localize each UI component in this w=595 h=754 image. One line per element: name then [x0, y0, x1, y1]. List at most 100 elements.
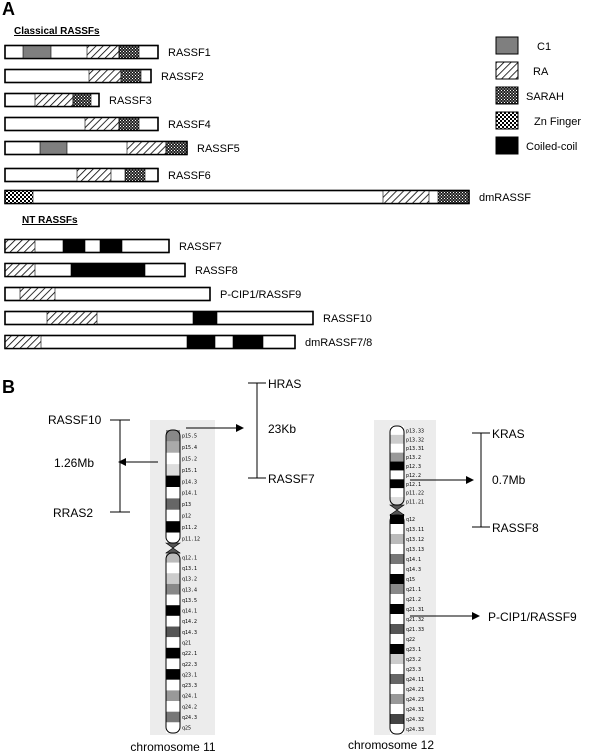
chromosome-band — [166, 498, 180, 510]
chr12-single-gene: P-CIP1/RASSF9 — [488, 610, 577, 624]
chromosome-band — [390, 724, 404, 734]
chromosome-band — [390, 634, 404, 644]
band-label: p12.3 — [406, 464, 421, 470]
chromosome-band — [166, 637, 180, 648]
band-label: q14.2 — [182, 619, 197, 625]
chromosome-band — [166, 711, 180, 723]
band-label: p13.32 — [406, 437, 424, 443]
protein-dmrassf7-8: dmRASSF7/8 — [4, 334, 372, 350]
chromosome-band — [390, 443, 404, 453]
band-label: q22 — [406, 637, 415, 643]
band-label: q13.13 — [406, 547, 424, 553]
protein-rassf5: RASSF5 — [4, 140, 240, 156]
legend-label: Zn Finger — [534, 116, 581, 128]
chromosome-band — [390, 524, 404, 534]
chromosome-band — [390, 534, 404, 544]
q-arm-outline — [165, 552, 181, 734]
chromosome-band — [166, 573, 180, 584]
domain-ra — [86, 45, 120, 59]
chromosome-band — [390, 684, 404, 694]
band-label: p11.21 — [406, 500, 424, 506]
band-label: q23.1 — [406, 647, 421, 653]
domain-sarah — [437, 190, 470, 204]
chr12-caption: chromosome 12 — [348, 738, 434, 752]
band-label: p15.1 — [182, 468, 197, 474]
chromosome-band — [390, 564, 404, 574]
chromosome-band — [166, 475, 180, 487]
band-label: p12.2 — [406, 473, 421, 479]
chr11-caption: chromosome 11 — [130, 740, 215, 754]
panel-a-label: A — [2, 0, 15, 19]
domain-ra — [34, 93, 74, 107]
protein-outline — [4, 262, 186, 278]
chromosome-band — [390, 544, 404, 554]
legend-item-ra: RA — [495, 61, 549, 80]
chromosome-band — [390, 664, 404, 674]
chromosome-band — [390, 644, 404, 654]
protein-rassf2: RASSF2 — [4, 68, 204, 84]
chromosome-band — [390, 624, 404, 634]
chromosome-band — [390, 694, 404, 704]
band-label: p13.33 — [406, 428, 424, 434]
chromosome-11-ideogram: p15.5p15.4p15.2p15.1p14.3p14.1p13p12p11.… — [165, 429, 200, 734]
band-label: p12 — [182, 514, 191, 520]
chromosome-band — [390, 426, 404, 435]
protein-label: RASSF3 — [109, 95, 152, 107]
protein-rassf7: RASSF7 — [4, 238, 222, 254]
chromosome-band — [166, 583, 180, 595]
chromosome-band — [390, 434, 404, 444]
chromosome-band — [390, 488, 404, 498]
chromosome-band — [390, 604, 404, 614]
protein-label: P-CIP1/RASSF9 — [220, 289, 301, 301]
legend-label: SARAH — [526, 91, 564, 103]
band-label: q13.11 — [406, 527, 424, 533]
protein-outline — [4, 286, 211, 302]
band-label: q12.1 — [182, 555, 197, 561]
domain-c1 — [39, 141, 68, 155]
protein-label: RASSF7 — [179, 241, 222, 253]
chromosome-band — [166, 690, 180, 702]
chr11-right-bracket — [186, 382, 266, 479]
centromere — [165, 542, 181, 554]
chr11-panel-bg — [150, 420, 215, 735]
domain-ra — [84, 117, 120, 131]
chromosome-band — [390, 674, 404, 684]
chr11-right-bottom-gene: RASSF7 — [268, 472, 315, 486]
band-label: q12 — [406, 517, 415, 523]
band-label: q14.1 — [182, 609, 197, 615]
protein-label: RASSF5 — [197, 143, 240, 155]
band-label: q24.11 — [406, 677, 424, 683]
classical-section-title: Classical RASSFs — [14, 26, 100, 37]
chromosome-band — [390, 594, 404, 604]
band-label: q24.3 — [182, 715, 197, 721]
chr11-right-distance: 23Kb — [268, 422, 296, 436]
protein-outline — [4, 68, 152, 84]
chromosome-band — [166, 532, 180, 544]
band-label: p11.22 — [406, 491, 424, 497]
domain-ra — [76, 168, 112, 182]
chromosome-band — [390, 574, 404, 584]
legend-item-c1: C1 — [495, 36, 551, 55]
legend-item-coiled-coil: Coiled-coil — [495, 136, 577, 155]
band-label: p14.3 — [182, 479, 197, 485]
protein-outline — [4, 167, 159, 183]
chromosome-band — [390, 470, 404, 480]
protein-outline — [4, 334, 296, 350]
centromere — [389, 504, 405, 516]
band-label: q22.3 — [182, 662, 197, 668]
protein-rassf8: RASSF8 — [4, 262, 238, 278]
band-label: q24.23 — [406, 697, 424, 703]
chromosome-band — [390, 497, 404, 506]
band-label: q21.31 — [406, 607, 424, 613]
chromosome-band — [390, 554, 404, 564]
protein-label: dmRASSF7/8 — [305, 337, 372, 349]
legend-swatch — [495, 136, 519, 155]
left-arrow-icon — [118, 458, 126, 466]
band-label: q24.31 — [406, 707, 424, 713]
band-label: q23.1 — [182, 672, 197, 678]
chromosome-band — [166, 562, 180, 574]
band-label: q14.3 — [182, 630, 197, 636]
chromosome-band — [390, 514, 404, 524]
band-label: q24.2 — [182, 704, 197, 710]
band-label: p11.2 — [182, 525, 197, 531]
